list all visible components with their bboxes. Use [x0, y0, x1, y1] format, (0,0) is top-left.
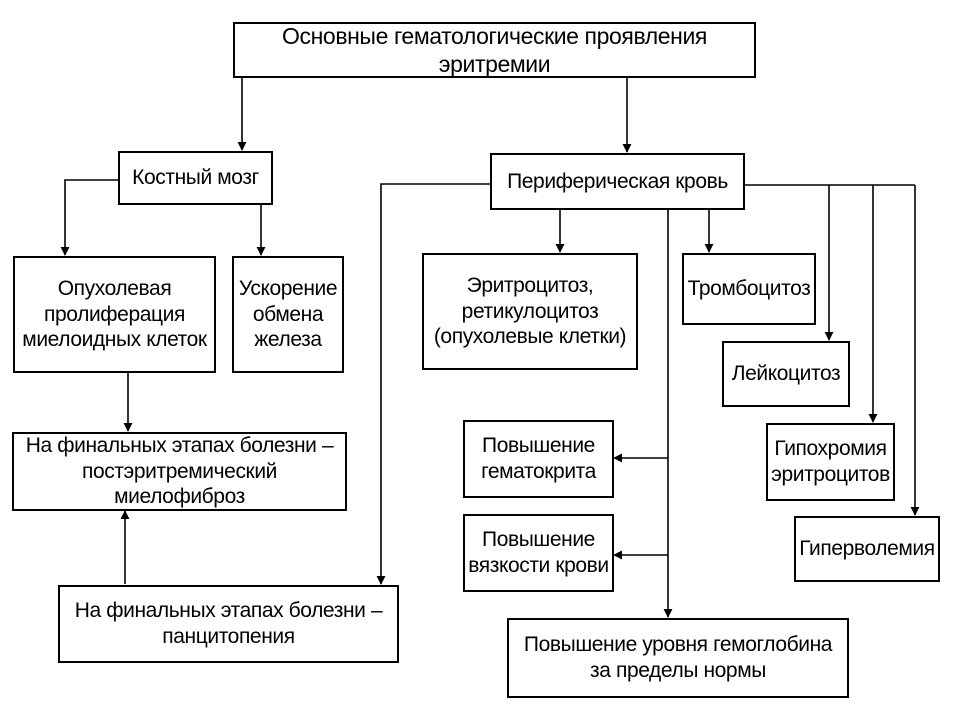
peripheral-blood-label: Периферическая кровь	[507, 169, 728, 193]
title-box: Основные гематологические проявления эри…	[233, 22, 756, 78]
pancytopenia-box: На финальных этапах болезни – панцитопен…	[58, 585, 399, 663]
tumor-proliferation-label: Опухолевая пролиферация миелоидных клето…	[22, 277, 207, 352]
hypochromia-label: Гипохромия эритроцитов	[771, 437, 890, 486]
leukocytosis-box: Лейкоцитоз	[722, 341, 850, 407]
peripheral-blood-box: Периферическая кровь	[490, 153, 745, 210]
iron-metabolism-label: Ускорение обмена железа	[238, 277, 338, 352]
diagram-title: Основные гематологические проявления эри…	[282, 22, 707, 77]
thrombocytosis-label: Тромбоцитоз	[687, 277, 811, 301]
thrombocytosis-box: Тромбоцитоз	[682, 253, 816, 325]
viscosity-box: Повышение вязкости крови	[463, 514, 614, 592]
erythrocytosis-box: Эритроцитоз, ретикулоцитоз (опухолевые к…	[422, 253, 638, 370]
hematocrit-label: Повышение гематокрита	[481, 434, 596, 483]
hemoglobin-label: Повышение уровня гемоглобина за пределы …	[523, 633, 833, 682]
arrow-peripheral-to-pancytopenia	[376, 183, 490, 585]
hemoglobin-box: Повышение уровня гемоглобина за пределы …	[507, 618, 849, 698]
myelofibrosis-box: На финальных этапах болезни – постэритре…	[12, 432, 347, 511]
arrow-bone-marrow-to-proliferation	[60, 179, 118, 256]
bone-marrow-label: Костный мозг	[132, 166, 259, 190]
leukocytosis-label: Лейкоцитоз	[731, 362, 841, 386]
hematocrit-box: Повышение гематокрита	[463, 420, 614, 498]
hypochromia-box: Гипохромия эритроцитов	[766, 423, 895, 501]
hypervolemia-label: Гиперволемия	[799, 537, 935, 561]
pancytopenia-label: На финальных этапах болезни – панцитопен…	[74, 599, 383, 648]
viscosity-label: Повышение вязкости крови	[468, 528, 609, 577]
tumor-proliferation-box: Опухолевая пролиферация миелоидных клето…	[13, 256, 216, 373]
myelofibrosis-label: На финальных этапах болезни – постэритре…	[25, 434, 334, 509]
iron-metabolism-box: Ускорение обмена железа	[232, 256, 344, 373]
erythrocytosis-label: Эритроцитоз, ретикулоцитоз (опухолевые к…	[433, 274, 627, 349]
bone-marrow-box: Костный мозг	[118, 151, 273, 205]
hypervolemia-box: Гиперволемия	[794, 516, 940, 582]
